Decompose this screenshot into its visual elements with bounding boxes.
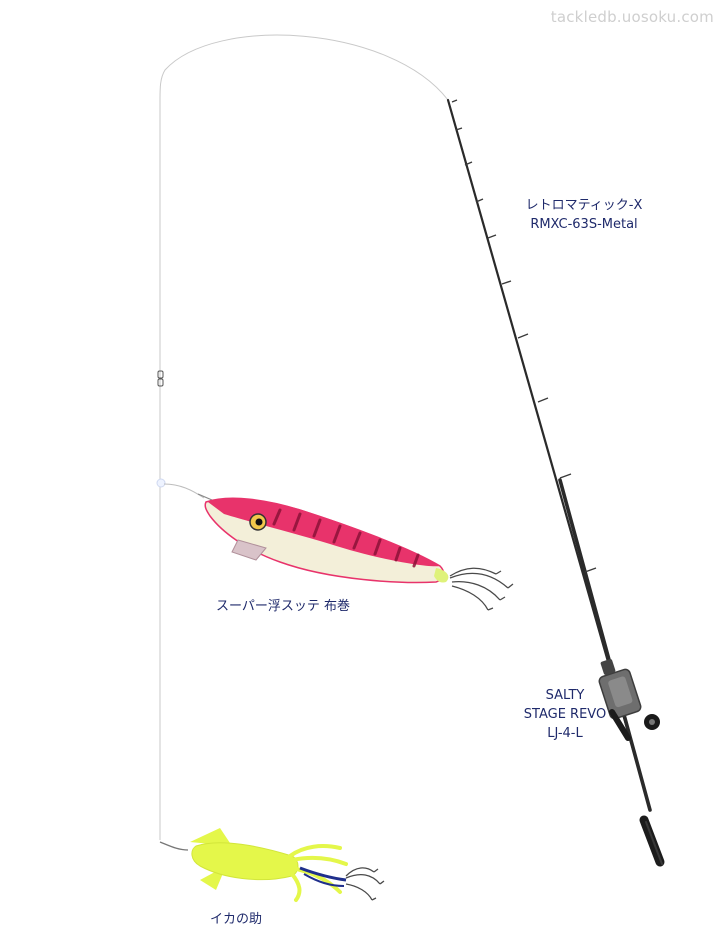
swivel-icon <box>157 370 164 387</box>
jig-hook-icon <box>449 567 514 611</box>
lower-lure-label: イカの助 <box>196 910 276 929</box>
squid-jig-upper <box>197 493 514 611</box>
reel-label-line2: STAGE REVO <box>523 707 607 722</box>
lower-lure-label-text: イカの助 <box>209 912 262 927</box>
ika-lure-lower <box>159 828 385 902</box>
rod-label: レトロマティック-X RMXC-63S-Metal <box>524 196 644 234</box>
branch-line <box>163 483 205 499</box>
reel-label: SALTY STAGE REVO LJ-4-L <box>520 686 610 743</box>
rod-guide-icon <box>451 99 597 573</box>
upper-lure-label-text: スーパー浮スッテ 布巻 <box>215 599 350 614</box>
reel <box>598 659 660 741</box>
reel-label-line1: SALTY <box>545 688 585 703</box>
upper-lure-label: スーパー浮スッテ 布巻 <box>208 597 358 616</box>
rod-label-line1: レトロマティック-X <box>525 198 643 213</box>
rod <box>446 98 665 867</box>
fishing-line <box>159 34 449 840</box>
watermark: tackledb.uosoku.com <box>550 8 714 26</box>
rod-label-line2: RMXC-63S-Metal <box>530 217 638 232</box>
ika-hook-icon <box>345 867 385 901</box>
reel-label-line3: LJ-4-L <box>547 726 583 741</box>
bead-icon <box>156 478 166 488</box>
